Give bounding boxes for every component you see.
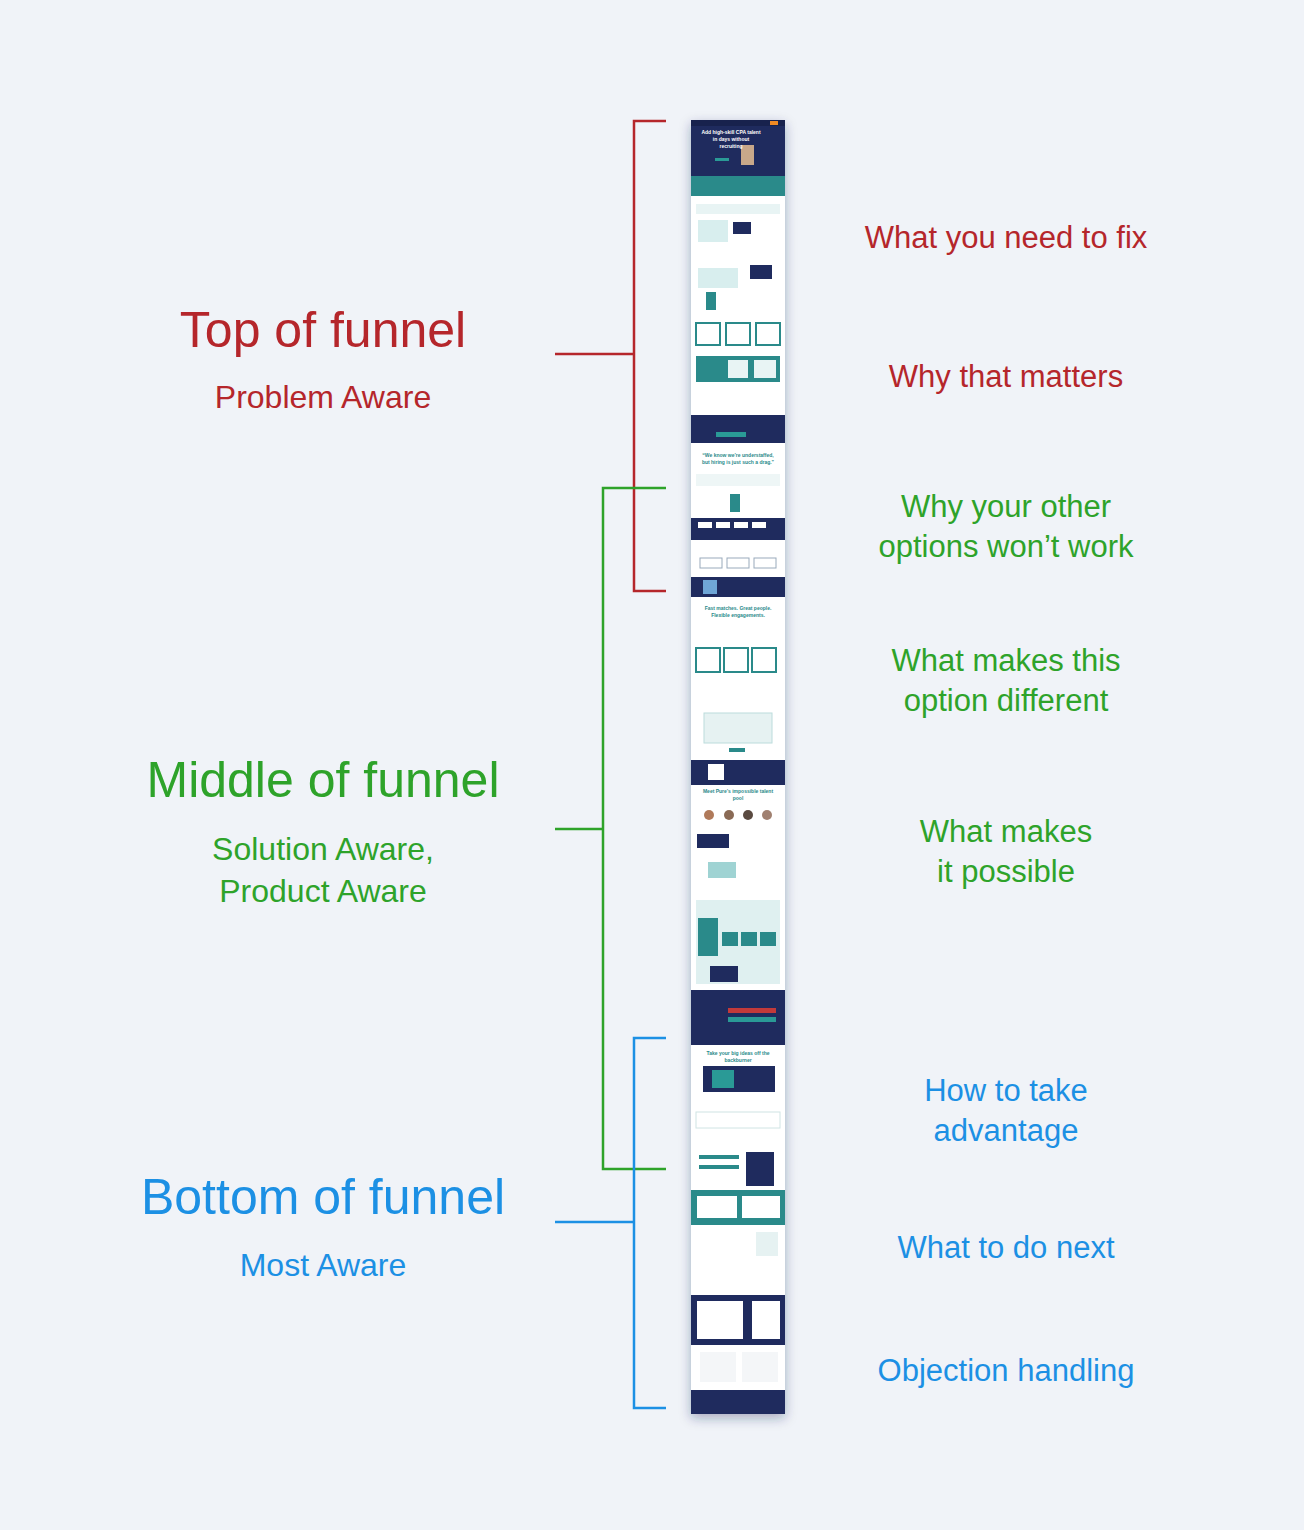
section-label: Objection handling [806, 1351, 1206, 1391]
stage-title: Middle of funnel [93, 748, 553, 813]
stage-title: Bottom of funnel [93, 1165, 553, 1230]
section-label: How to take advantage [904, 1071, 1109, 1151]
top-bracket [555, 121, 666, 591]
stage-awareness: Problem Aware [123, 376, 523, 418]
thumbnail-heading: Add high-skill CPA talent in days withou… [701, 129, 761, 150]
middle-bracket [555, 488, 666, 1169]
stage-awareness: Solution Aware, Product Aware [173, 828, 473, 912]
thumbnail-heading: “We know we’re understaffed, but hiring … [698, 452, 778, 466]
section-label: What to do next [806, 1228, 1206, 1268]
page-thumbnail [691, 120, 785, 1414]
thumbnail-heading: Take your big ideas off the backburner [703, 1050, 773, 1064]
section-label: Why that matters [806, 357, 1206, 397]
thumbnail-heading: Meet Pure’s impossible talent pool [698, 788, 778, 802]
thumbnail-heading: Fast matches. Great people. Flexible eng… [698, 605, 778, 619]
bottom-bracket [555, 1038, 666, 1408]
section-label: What you need to fix [806, 218, 1206, 258]
section-label: What makes it possible [914, 812, 1099, 892]
section-label: What makes this option different [861, 641, 1151, 721]
stage-title: Top of funnel [93, 298, 553, 363]
stage-awareness: Most Aware [123, 1244, 523, 1286]
section-label: Why your other options won’t work [856, 487, 1156, 567]
